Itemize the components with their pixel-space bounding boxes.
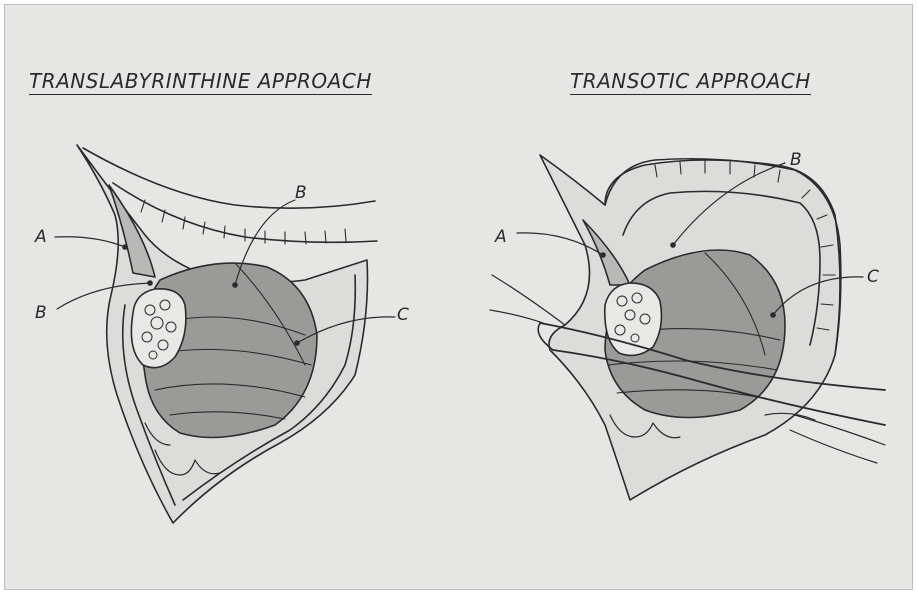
surgical-illustration	[5, 5, 913, 590]
right-guide-line-lower	[490, 310, 543, 323]
figure-frame: TRANSLABYRINTHINE APPROACH TRANSOTIC APP…	[4, 4, 913, 590]
left-sinus-band	[83, 148, 375, 208]
right-guide-line-right-2	[790, 430, 877, 463]
right-point-b	[671, 243, 675, 247]
right-point-c	[771, 313, 775, 317]
left-point-a	[123, 245, 127, 249]
left-label-b-upper: B	[295, 183, 307, 203]
left-point-b-lower	[148, 281, 152, 285]
left-leader-a	[55, 237, 125, 247]
left-label-a: A	[35, 227, 47, 247]
left-point-b-upper	[233, 283, 237, 287]
left-label-b-lower: B	[35, 303, 47, 323]
left-label-c: C	[397, 305, 409, 325]
transotic-drawing	[490, 155, 885, 500]
right-label-c: C	[867, 267, 879, 287]
left-point-c	[295, 341, 299, 345]
right-guide-line-right-1	[795, 415, 885, 445]
translabyrinthine-drawing	[55, 145, 395, 523]
left-structure-a	[109, 185, 155, 277]
right-label-a: A	[495, 227, 507, 247]
right-guide-line-upper	[492, 275, 565, 325]
right-label-b: B	[790, 150, 802, 170]
right-point-a	[601, 253, 605, 257]
